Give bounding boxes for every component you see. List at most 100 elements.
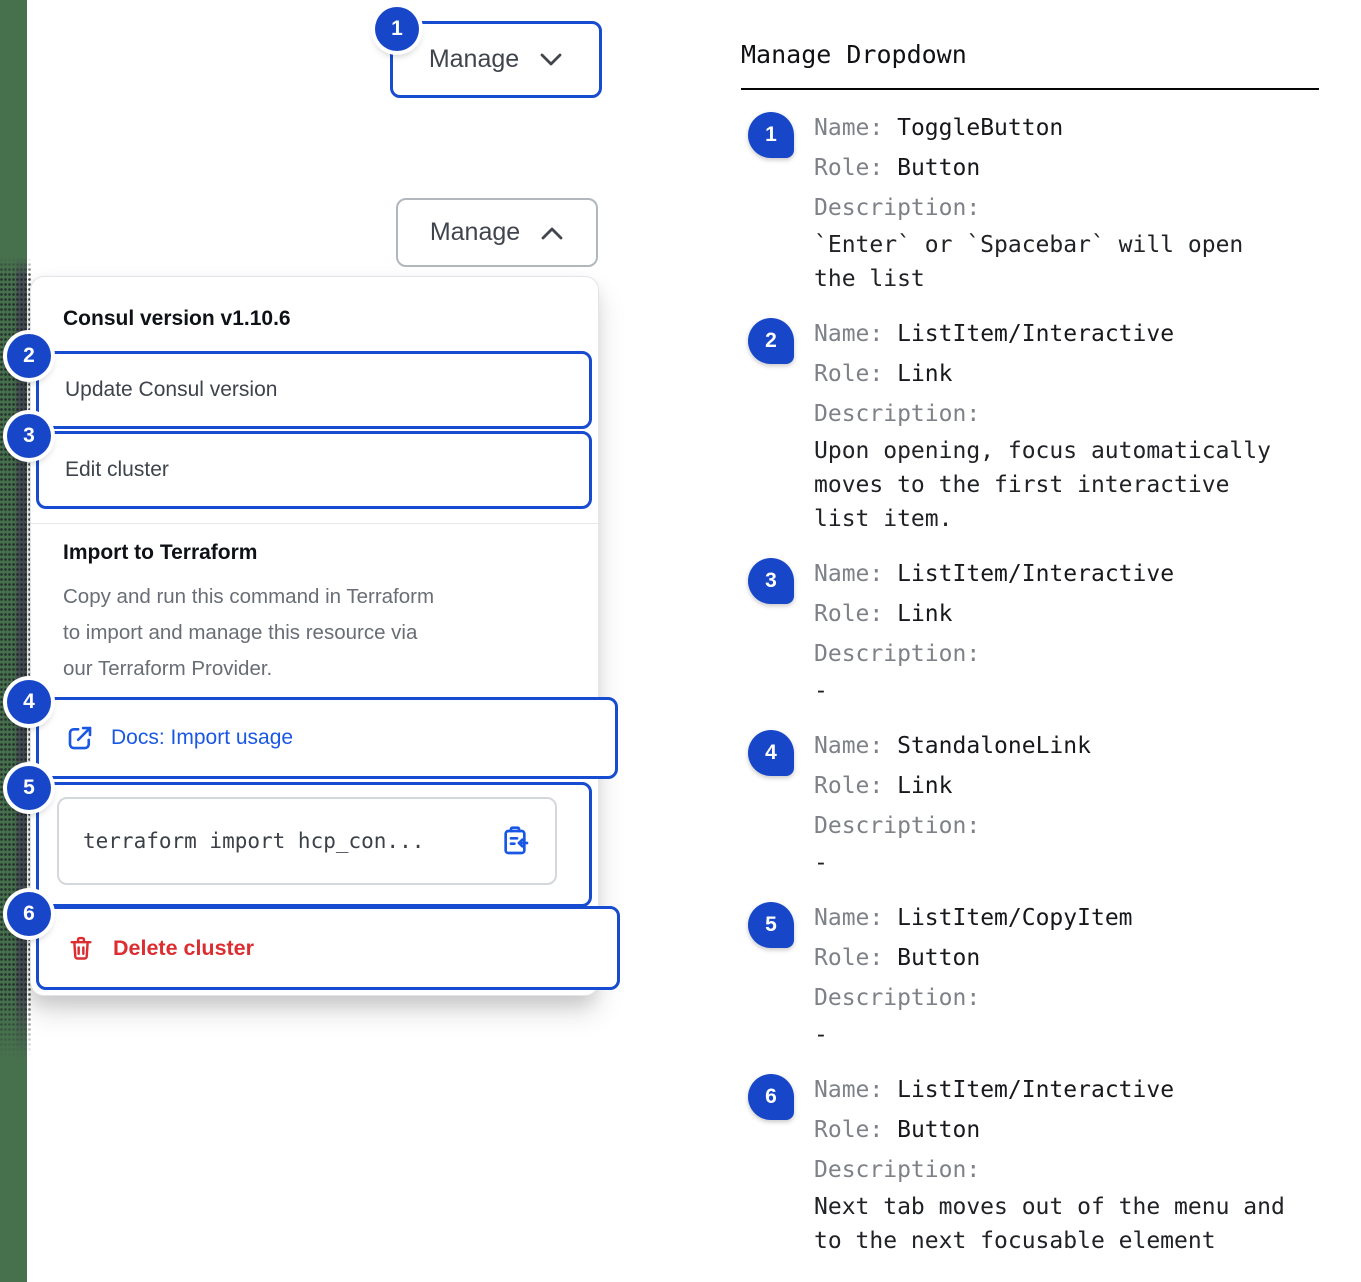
spec-entry: 6 Name: ListItem/Interactive Role: Butto… [748, 1070, 1338, 1258]
annotation-badge-6: 6 [7, 892, 51, 936]
spec-entry-description-text: - [814, 678, 828, 704]
spec-entry-badge: 2 [748, 318, 794, 364]
name-label: Name: [814, 561, 884, 587]
spec-title-rule [741, 88, 1319, 90]
spec-entry-badge: 5 [748, 902, 794, 948]
clipboard-copy-icon[interactable] [499, 825, 531, 857]
name-label: Name: [814, 115, 884, 141]
manage-toggle-button[interactable]: Manage [390, 21, 602, 98]
spec-entry-list: 1 Name: ToggleButton Role: Button Descri… [748, 108, 1338, 1276]
spec-entry-role-line: Role: Link [814, 594, 1174, 634]
menu-item-update-consul-version[interactable]: Update Consul version [36, 351, 592, 429]
spec-entry-badge: 3 [748, 558, 794, 604]
spec-entry-name-line: Name: StandaloneLink [814, 726, 1091, 766]
description-label: Description: [814, 813, 981, 839]
trash-icon [70, 936, 92, 960]
name-value: ListItem/Interactive [897, 561, 1175, 587]
spec-entry-description-text: Next tab moves out of the menu and to th… [814, 1194, 1285, 1254]
description-label: Description: [814, 401, 981, 427]
spec-entry-description-label: Description: [814, 1150, 1285, 1190]
spec-entry-role-line: Role: Button [814, 938, 1133, 978]
annotation-badge-2: 2 [7, 334, 51, 378]
terraform-section-description: Copy and run this command in Terraform t… [63, 585, 435, 680]
annotation-badge-1: 1 [375, 7, 419, 51]
spec-entry: 1 Name: ToggleButton Role: Button Descri… [748, 108, 1338, 296]
spec-title: Manage Dropdown [741, 40, 967, 69]
role-label: Role: [814, 155, 884, 181]
menu-item-copy-command[interactable]: terraform import hcp_con... [36, 782, 592, 907]
role-value: Button [897, 1117, 981, 1143]
annotation-badge-4: 4 [7, 680, 51, 724]
manage-dropdown-panel: Consul version v1.10.6 Update Consul ver… [30, 276, 620, 996]
spec-entry-description-label: Description: [814, 806, 1091, 846]
screenshot-edge-noise [0, 258, 31, 1058]
spec-entry-description-label: Description: [814, 394, 1271, 434]
spec-entry-name-line: Name: ListItem/Interactive [814, 1070, 1285, 1110]
name-label: Name: [814, 321, 884, 347]
spec-entry-name-line: Name: ListItem/Interactive [814, 314, 1271, 354]
spec-entry-name-line: Name: ListItem/Interactive [814, 554, 1174, 594]
name-value: ToggleButton [897, 115, 1064, 141]
external-link-icon [68, 726, 92, 750]
spec-entry-description-text: Upon opening, focus automatically moves … [814, 438, 1271, 532]
menu-item-label: Update Consul version [65, 378, 278, 401]
docs-link-label: Docs: Import usage [111, 726, 294, 749]
name-value: StandaloneLink [897, 733, 1091, 759]
name-value: ListItem/Interactive [897, 1077, 1175, 1103]
manage-toggle-label: Manage [428, 45, 520, 73]
role-label: Role: [814, 773, 884, 799]
terraform-section-title: Import to Terraform [63, 541, 258, 564]
spec-entry-badge: 1 [748, 112, 794, 158]
spec-entry-description-text: - [814, 1022, 828, 1048]
role-label: Role: [814, 1117, 884, 1143]
menu-item-delete-cluster[interactable]: Delete cluster [36, 906, 620, 990]
name-label: Name: [814, 733, 884, 759]
spec-entry-description-label: Description: [814, 188, 1243, 228]
spec-entry: 4 Name: StandaloneLink Role: Link Descri… [748, 726, 1338, 880]
spec-entry-description-label: Description: [814, 634, 1174, 674]
spec-entry-badge: 6 [748, 1074, 794, 1120]
name-value: ListItem/CopyItem [897, 905, 1133, 931]
role-label: Role: [814, 945, 884, 971]
spec-entry-description-text: `Enter` or `Spacebar` will open the list [814, 232, 1244, 292]
spec-entry: 2 Name: ListItem/Interactive Role: Link … [748, 314, 1338, 536]
spec-entry-description-text: - [814, 850, 828, 876]
annotation-badge-3: 3 [7, 414, 51, 458]
role-value: Button [897, 945, 981, 971]
spec-entry-name-line: Name: ToggleButton [814, 108, 1243, 148]
manage-toggle-label: Manage [429, 218, 521, 246]
description-label: Description: [814, 641, 981, 667]
role-value: Link [897, 601, 953, 627]
terraform-command-field[interactable]: terraform import hcp_con... [57, 797, 557, 885]
spec-entry-role-line: Role: Link [814, 354, 1271, 394]
role-value: Link [897, 773, 953, 799]
menu-item-edit-cluster[interactable]: Edit cluster [36, 431, 592, 509]
chevron-up-icon [541, 227, 563, 239]
role-label: Role: [814, 361, 884, 387]
spec-entry: 3 Name: ListItem/Interactive Role: Link … [748, 554, 1338, 708]
chevron-down-icon [540, 53, 562, 65]
section-divider [31, 523, 598, 524]
description-label: Description: [814, 195, 981, 221]
annotation-badge-5: 5 [7, 766, 51, 810]
spec-entry-role-line: Role: Button [814, 1110, 1285, 1150]
menu-item-label: Edit cluster [65, 458, 169, 481]
role-label: Role: [814, 601, 884, 627]
spec-entry-role-line: Role: Link [814, 766, 1091, 806]
name-value: ListItem/Interactive [897, 321, 1175, 347]
manage-toggle-button-expanded[interactable]: Manage [396, 198, 598, 267]
spec-entry-badge: 4 [748, 730, 794, 776]
name-label: Name: [814, 905, 884, 931]
delete-cluster-label: Delete cluster [113, 935, 255, 960]
role-value: Link [897, 361, 953, 387]
spec-entry: 5 Name: ListItem/CopyItem Role: Button D… [748, 898, 1338, 1052]
description-label: Description: [814, 985, 981, 1011]
consul-version-header: Consul version v1.10.6 [63, 307, 291, 330]
name-label: Name: [814, 1077, 884, 1103]
spec-entry-name-line: Name: ListItem/CopyItem [814, 898, 1133, 938]
spec-entry-role-line: Role: Button [814, 148, 1243, 188]
role-value: Button [897, 155, 981, 181]
spec-entry-description-label: Description: [814, 978, 1133, 1018]
terraform-command-text: terraform import hcp_con... [83, 829, 425, 853]
menu-item-docs-import-usage[interactable]: Docs: Import usage [36, 697, 618, 779]
